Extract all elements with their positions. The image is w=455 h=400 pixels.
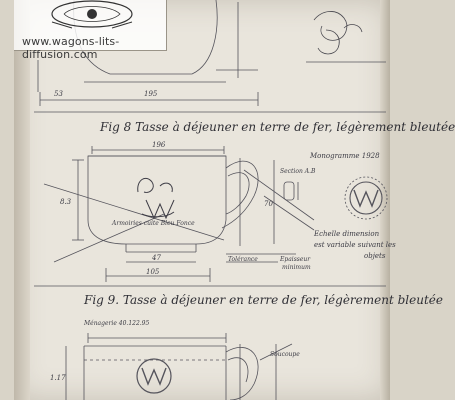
fig8-dim-base-47: 47 bbox=[151, 254, 161, 262]
note-section-ab: Section A.B bbox=[280, 168, 316, 175]
fig9-monogram-mark bbox=[141, 367, 167, 386]
fig9-monogram-circle bbox=[136, 358, 172, 394]
page-right-edge bbox=[380, 0, 390, 400]
fig9-dim-side: 1.17 bbox=[50, 374, 66, 382]
fig9-cup-outline bbox=[83, 346, 227, 400]
wagons-lits-seal-logo bbox=[51, 0, 133, 29]
note-objets: objets bbox=[364, 252, 386, 260]
fig8-cup-outline bbox=[87, 155, 227, 245]
note-armoiries: Armoiries cuite Bleu Fonce bbox=[112, 220, 195, 227]
note-tolerance: Tolérance bbox=[228, 256, 258, 263]
fig8-dim-height: 70 bbox=[264, 200, 273, 208]
page-left-edge bbox=[14, 0, 30, 400]
note-minimum: minimum bbox=[282, 264, 311, 271]
note-monogramme: Monogramme 1928 bbox=[310, 152, 380, 160]
fig8-caption: Fig 8 Tasse à déjeuner en terre de fer, … bbox=[100, 120, 455, 134]
fig8-handle-inner bbox=[225, 172, 250, 215]
fig8-monogram-mark bbox=[353, 189, 379, 208]
blueprint-sheet: 53 195 196 8.3 70 47 105 1.17 www.wagons… bbox=[14, 0, 455, 400]
fig8-dim-width: 196 bbox=[152, 141, 166, 149]
fig8-dim-base-105: 105 bbox=[146, 268, 160, 276]
fig7-ornament bbox=[313, 11, 363, 55]
technical-drawing: 53 195 196 8.3 70 47 105 1.17 bbox=[34, 0, 388, 400]
fig9-handle-inner bbox=[227, 357, 249, 383]
watermark-url: www.wagons-lits-diffusion.com bbox=[22, 35, 120, 61]
note-echelle: Echelle dimension bbox=[314, 230, 380, 238]
fig8-handle-outer bbox=[221, 160, 259, 229]
section-ab-detail bbox=[283, 181, 295, 201]
note-variable: est variable suivant les bbox=[314, 241, 396, 249]
fig9-reference-number: Ménagerie 40.122.95 bbox=[84, 320, 150, 327]
note-soucoupe: Soucoupe bbox=[270, 351, 300, 358]
fig8-armoiries-emblem bbox=[137, 177, 175, 220]
fig8-monogram-circle bbox=[349, 181, 383, 215]
watermark-banner: www.wagons-lits-diffusion.com bbox=[14, 0, 167, 61]
fig8-dim-side: 8.3 bbox=[60, 198, 72, 206]
note-epaisseur: Epaisseur bbox=[280, 256, 311, 263]
fig9-handle-outer bbox=[225, 347, 259, 400]
fig7-dim-53: 53 bbox=[54, 90, 63, 98]
fig9-caption: Fig 9. Tasse à déjeuner en terre de fer,… bbox=[84, 293, 443, 307]
fig7-dim-195: 195 bbox=[144, 90, 158, 98]
fig8-monogram-ring bbox=[344, 176, 388, 220]
